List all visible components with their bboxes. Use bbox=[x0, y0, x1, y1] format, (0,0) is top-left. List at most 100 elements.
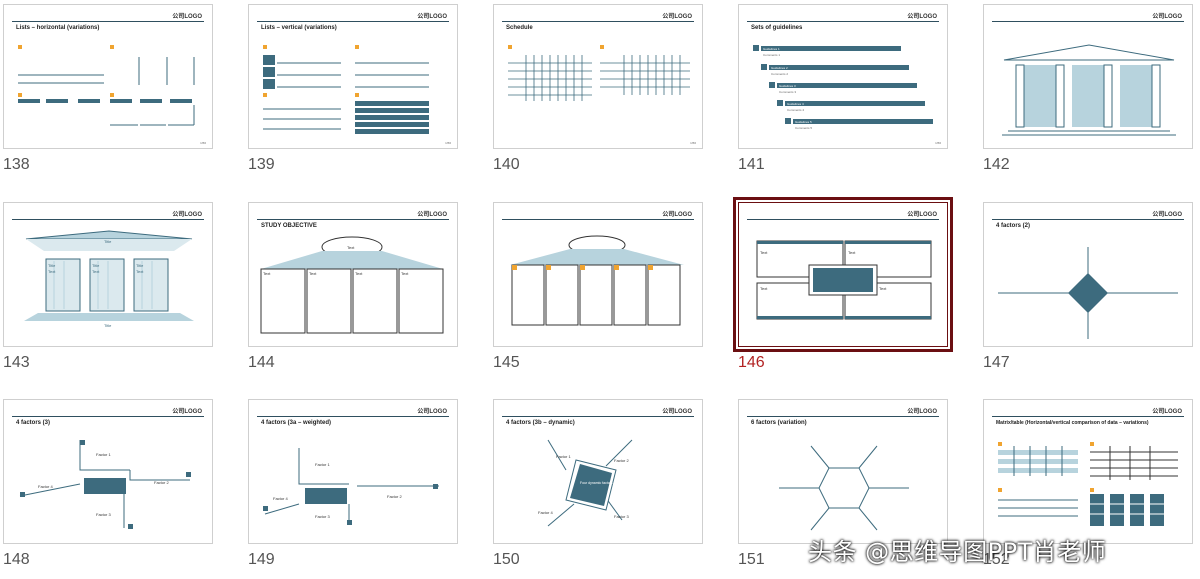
slide-title: Lists – horizontal (variations) bbox=[16, 25, 100, 31]
factor-label: Factor 2 bbox=[154, 480, 169, 485]
slide-145-graphic bbox=[510, 235, 684, 326]
header-rule bbox=[992, 219, 1184, 220]
header-rule bbox=[747, 219, 939, 220]
slide-139-graphic bbox=[263, 45, 429, 134]
slide-number: 145 bbox=[493, 354, 520, 371]
slide-title: Lists – vertical (variations) bbox=[261, 25, 337, 31]
slide-142-graphic bbox=[1002, 44, 1176, 136]
factor-label: Factor 4 bbox=[538, 510, 553, 515]
slide-number: 151 bbox=[738, 551, 765, 568]
slide-title: Schedule bbox=[506, 25, 533, 31]
header-rule bbox=[747, 416, 939, 417]
page-number: 1/56 bbox=[935, 141, 941, 145]
watermark-text: 头条 @思维导图PPT肖老师 bbox=[808, 538, 1107, 566]
text-label: Text bbox=[92, 269, 100, 274]
factor-label: Factor 2 bbox=[614, 458, 629, 463]
header-rule bbox=[502, 21, 694, 22]
slide-logo: 公司LOGO bbox=[662, 14, 692, 20]
text-label: Text bbox=[347, 245, 355, 250]
slide-thumb-150[interactable]: 公司LOGO 4 factors (3b – dynamic) Four dyn… bbox=[493, 399, 703, 544]
header-rule bbox=[992, 21, 1184, 22]
slide-number: 148 bbox=[3, 551, 30, 568]
header-rule bbox=[12, 416, 204, 417]
slide-title: Sets of guidelines bbox=[751, 25, 803, 31]
slide-150-graphic: Four dynamic factors Factor 1 Factor 2 Fac… bbox=[538, 439, 633, 527]
slide-number: 147 bbox=[983, 354, 1010, 371]
factor-label: Factor 2 bbox=[387, 494, 402, 499]
slide-logo: 公司LOGO bbox=[662, 409, 692, 415]
slide-147-graphic bbox=[998, 247, 1178, 339]
slide-number: 144 bbox=[248, 354, 275, 371]
header-rule bbox=[257, 416, 449, 417]
comment-label: Comments 2 bbox=[771, 72, 788, 76]
text-label: Text bbox=[879, 286, 887, 291]
slide-140-graphic bbox=[508, 45, 690, 101]
slide-title: 6 factors (variation) bbox=[751, 420, 807, 426]
slide-thumb-147[interactable]: 公司LOGO 4 factors (2) bbox=[983, 202, 1193, 347]
slide-thumb-151[interactable]: 公司LOGO 6 factors (variation) bbox=[738, 399, 948, 544]
slide-logo: 公司LOGO bbox=[417, 409, 447, 415]
slide-thumb-138[interactable]: 公司LOGO Lists – horizontal (variations) 1… bbox=[3, 4, 213, 149]
slide-logo: 公司LOGO bbox=[172, 409, 202, 415]
slide-thumb-139[interactable]: 公司LOGO Lists – vertical (variations) 1/5… bbox=[248, 4, 458, 149]
slide-logo: 公司LOGO bbox=[417, 14, 447, 20]
page-number: 1/56 bbox=[445, 141, 451, 145]
slide-logo: 公司LOGO bbox=[172, 212, 202, 218]
header-rule bbox=[747, 21, 939, 22]
title-label: Title bbox=[104, 323, 112, 328]
slide-title: Matrix/table (Horizontal/vertical compar… bbox=[996, 420, 1149, 426]
guideline-label: Guidelines 4 bbox=[787, 102, 804, 106]
slide-number: 139 bbox=[248, 156, 275, 173]
slide-thumb-152[interactable]: 公司LOGO Matrix/table (Horizontal/vertical… bbox=[983, 399, 1193, 544]
header-rule bbox=[12, 21, 204, 22]
slide-logo: 公司LOGO bbox=[662, 212, 692, 218]
header-rule bbox=[502, 416, 694, 417]
text-label: Text bbox=[263, 271, 271, 276]
slide-logo: 公司LOGO bbox=[1152, 212, 1182, 218]
guideline-label: Guidelines 3 bbox=[779, 84, 796, 88]
slide-138-graphic bbox=[18, 45, 195, 126]
slide-thumb-145[interactable]: 公司LOGO bbox=[493, 202, 703, 347]
guideline-label: Guidelines 2 bbox=[771, 66, 788, 70]
header-rule bbox=[992, 416, 1184, 417]
factor-label: Factor 1 bbox=[96, 452, 111, 457]
factor-label: Factor 1 bbox=[315, 462, 330, 467]
text-label: Text bbox=[355, 271, 363, 276]
center-label: Four dynamic factors bbox=[580, 481, 613, 485]
slide-thumb-141[interactable]: 公司LOGO Sets of guidelines Guidelines 1 G… bbox=[738, 4, 948, 149]
text-label: Text bbox=[309, 271, 317, 276]
slide-thumb-149[interactable]: 公司LOGO 4 factors (3a – weighted) Factor … bbox=[248, 399, 458, 544]
slide-title: 4 factors (3) bbox=[16, 420, 51, 426]
slide-title: 4 factors (3a – weighted) bbox=[261, 420, 332, 426]
slide-number: 141 bbox=[738, 156, 765, 173]
factor-label: Factor 3 bbox=[96, 512, 111, 517]
text-label: Text bbox=[760, 250, 768, 255]
slide-number: 149 bbox=[248, 551, 275, 568]
slide-logo: 公司LOGO bbox=[1152, 14, 1182, 20]
factor-label: Factor 4 bbox=[38, 484, 53, 489]
factor-label: Factor 1 bbox=[556, 454, 571, 459]
page-number: 1/56 bbox=[690, 141, 696, 145]
slide-thumb-140[interactable]: 公司LOGO Schedule 1/56 bbox=[493, 4, 703, 149]
header-rule bbox=[502, 219, 694, 220]
factor-label: Factor 3 bbox=[315, 514, 330, 519]
slide-logo: 公司LOGO bbox=[907, 14, 937, 20]
text-label: Text bbox=[401, 271, 409, 276]
slide-thumb-142[interactable]: 公司LOGO bbox=[983, 4, 1193, 149]
slide-logo: 公司LOGO bbox=[172, 14, 202, 20]
title-label: Title bbox=[104, 239, 112, 244]
comment-label: Comments 4 bbox=[787, 108, 804, 112]
comment-label: Comments 5 bbox=[795, 126, 812, 130]
slide-number: 152 bbox=[983, 551, 1010, 568]
slide-title: 4 factors (2) bbox=[996, 223, 1031, 229]
slide-title: 4 factors (3b – dynamic) bbox=[506, 420, 575, 426]
text-label: Text bbox=[760, 286, 768, 291]
slide-number: 140 bbox=[493, 156, 520, 173]
slide-148-graphic: Factor 1 Factor 2 Factor 3 Factor 4 bbox=[19, 440, 191, 529]
